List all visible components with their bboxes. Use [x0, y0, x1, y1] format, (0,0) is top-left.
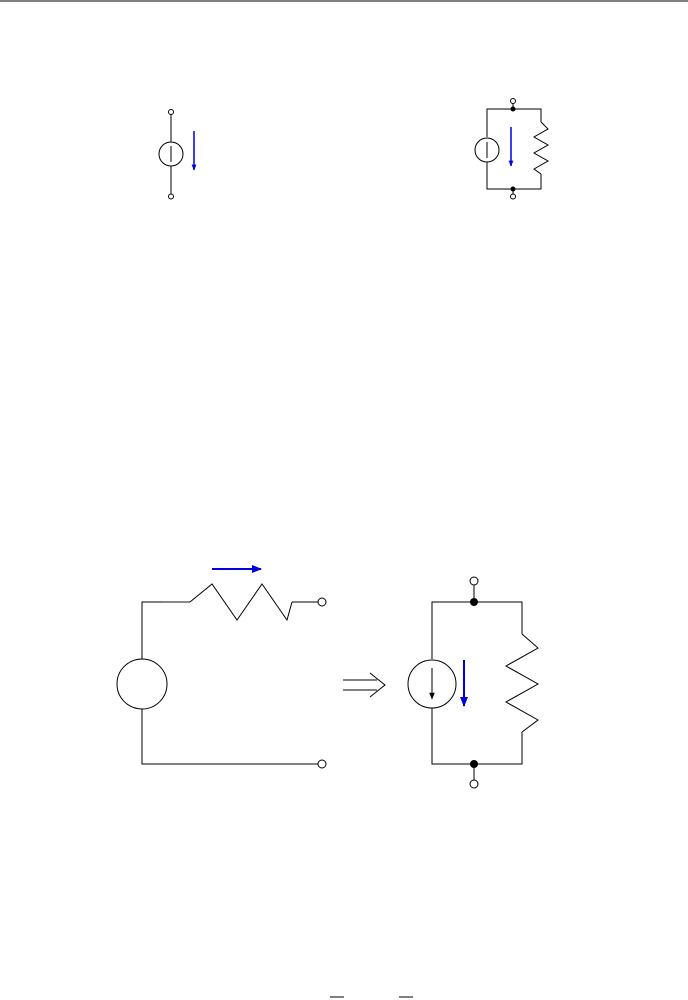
resistor — [506, 634, 538, 732]
terminal — [511, 99, 516, 104]
wire — [432, 708, 522, 764]
junction-dot — [471, 599, 478, 606]
terminal — [169, 194, 174, 199]
junction-dot — [511, 187, 515, 191]
terminal — [169, 110, 174, 115]
terminal — [318, 598, 326, 606]
wire — [487, 162, 541, 189]
thevenin-circuit — [117, 569, 326, 768]
ideal-current-source — [159, 110, 194, 200]
terminal — [511, 194, 516, 199]
double-arrow-head — [370, 673, 385, 697]
terminal — [470, 780, 478, 788]
norton-equivalent-large — [408, 577, 538, 788]
terminal — [470, 577, 478, 585]
wire — [142, 602, 162, 659]
resistor — [534, 122, 548, 174]
wire — [487, 109, 541, 137]
wire — [432, 602, 522, 659]
norton-equivalent-small — [475, 99, 548, 200]
junction-dot — [471, 761, 478, 768]
voltage-source — [117, 659, 167, 709]
terminal — [318, 760, 326, 768]
junction-dot — [511, 107, 515, 111]
implies-arrow — [343, 673, 385, 697]
wire — [142, 709, 318, 764]
resistor — [190, 584, 292, 620]
